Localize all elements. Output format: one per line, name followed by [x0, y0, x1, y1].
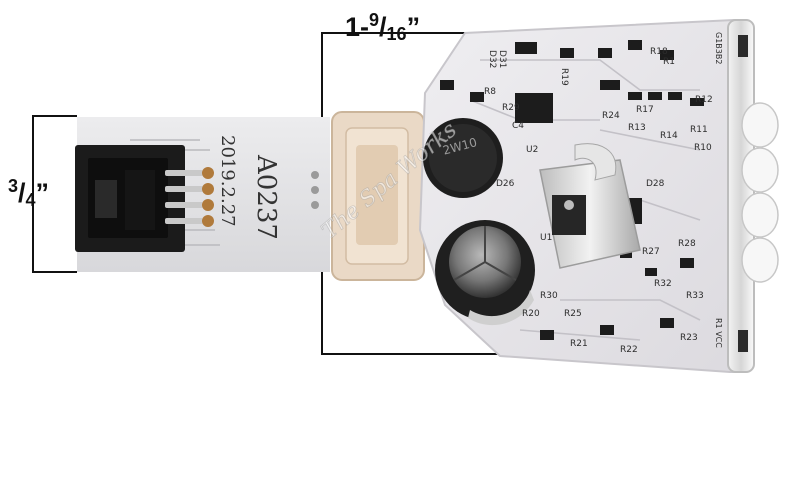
svg-text:R20: R20: [522, 309, 540, 319]
svg-text:R25: R25: [564, 309, 582, 319]
svg-text:U1: U1: [540, 233, 552, 243]
svg-text:R22: R22: [620, 345, 638, 355]
led-lens-strip: [727, 19, 779, 373]
svg-text:R14: R14: [660, 131, 678, 141]
svg-text:R21: R21: [570, 339, 588, 349]
svg-text:C4: C4: [512, 121, 524, 131]
ribbon-contact-pads: [311, 171, 319, 209]
svg-text:D32: D32: [487, 50, 497, 68]
svg-text:D28: D28: [646, 179, 665, 189]
svg-text:R23: R23: [680, 333, 698, 343]
svg-text:D31: D31: [497, 50, 507, 68]
svg-text:R1 VCC: R1 VCC: [714, 318, 723, 348]
handwritten-markings: A0237 2019.2.27: [217, 135, 281, 240]
black-pin-header: [75, 145, 214, 252]
svg-text:R12: R12: [695, 95, 713, 105]
svg-text:R28: R28: [678, 239, 696, 249]
svg-text:R19: R19: [559, 68, 569, 86]
svg-text:R1: R1: [663, 57, 675, 67]
svg-text:R10: R10: [694, 143, 712, 153]
svg-text:R11: R11: [690, 125, 708, 135]
regulator-heatsink: [539, 143, 641, 269]
bridge-rectifier: 2W10: [423, 118, 503, 198]
cream-socket-connector: [331, 111, 425, 281]
smd-components: [440, 40, 704, 340]
svg-text:R24: R24: [602, 111, 620, 121]
svg-text:R13: R13: [628, 123, 646, 133]
height-dimension-bracket: [32, 115, 77, 273]
electrolytic-capacitor: [435, 220, 535, 326]
svg-text:R27: R27: [642, 247, 660, 257]
svg-text:G1B3B2: G1B3B2: [714, 32, 723, 64]
handwritten-code: A0237: [251, 154, 281, 240]
svg-text:R30: R30: [540, 291, 558, 301]
svg-text:R8: R8: [484, 87, 496, 97]
handwritten-date: 2019.2.27: [217, 135, 238, 227]
pcb-silkscreen-labels: D32 D31 R19 R18 R17 R1 R12 R11 R13 R14 R…: [484, 32, 723, 355]
svg-text:U2: U2: [526, 145, 538, 155]
svg-text:R29: R29: [502, 103, 520, 113]
svg-text:R33: R33: [686, 291, 704, 301]
svg-text:D26: D26: [496, 179, 515, 189]
width-dimension-label: 1-9/16”: [345, 10, 421, 44]
svg-text:R18: R18: [650, 47, 668, 57]
height-dimension-label: 3/4”: [8, 176, 50, 210]
svg-text:R17: R17: [636, 105, 654, 115]
svg-text:R32: R32: [654, 279, 672, 289]
